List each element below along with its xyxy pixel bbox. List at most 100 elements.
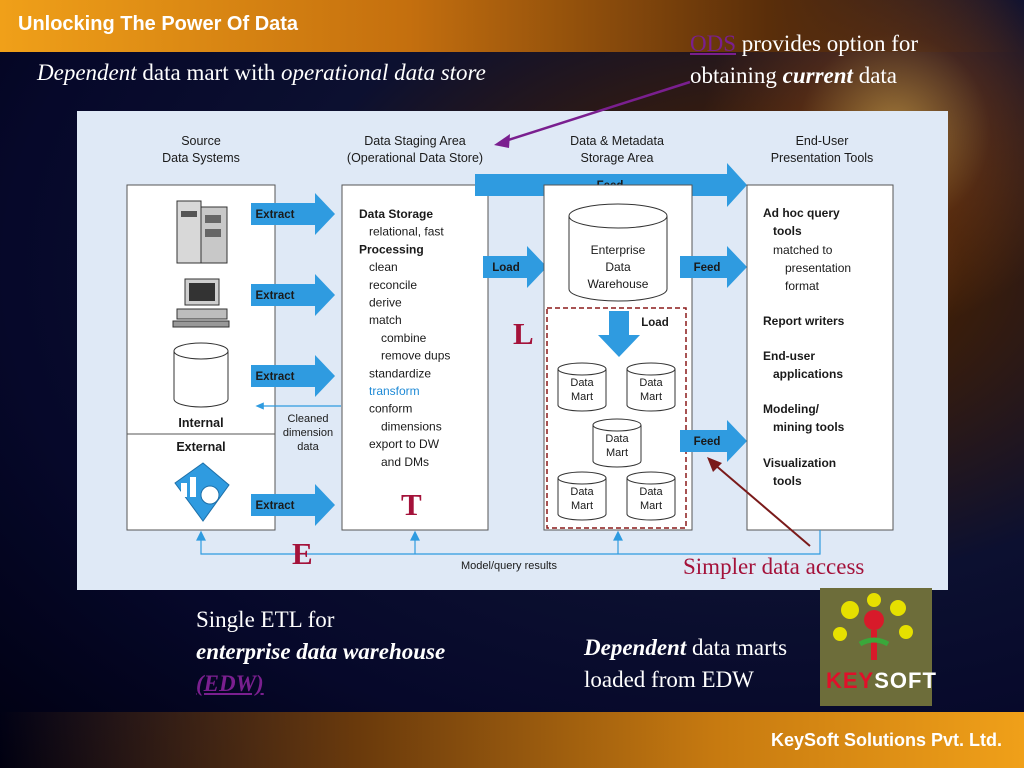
data-mart-cylinder bbox=[626, 369, 676, 412]
etl-diagram: Source Data Systems Data Staging Area (O… bbox=[126, 134, 894, 572]
data-mart-cap bbox=[626, 471, 676, 485]
simpler-pointer-line bbox=[713, 463, 811, 547]
staging-line: relational, fast bbox=[369, 225, 444, 239]
cleaned-data-label: Cleaned dimension data bbox=[283, 413, 333, 453]
ods-line2-a: obtaining bbox=[690, 63, 783, 88]
header-storage-2: Storage Area bbox=[581, 151, 654, 165]
extract-label-4: Extract bbox=[256, 500, 295, 512]
extract-arrow-3: Extract bbox=[251, 355, 335, 397]
staging-line: transform bbox=[369, 384, 420, 398]
dependent-marts-note: Dependent data marts loaded from EDW bbox=[584, 632, 787, 696]
simpler-pointer-head bbox=[707, 457, 722, 472]
data-mart-label: Mart bbox=[640, 500, 662, 512]
logo-wordmark: KEYSOFT bbox=[826, 668, 937, 694]
data-mart-cap bbox=[626, 362, 676, 376]
extract-arrow-2: Extract bbox=[251, 274, 335, 316]
header-title: Unlocking The Power Of Data bbox=[18, 13, 299, 35]
etl-note: Single ETL for enterprise data warehouse… bbox=[196, 604, 445, 700]
staging-line: conform bbox=[369, 402, 412, 416]
staging-line: derive bbox=[369, 296, 402, 310]
staging-line: Processing bbox=[359, 242, 424, 256]
internal-database-icon bbox=[173, 342, 229, 408]
extract-label-2: Extract bbox=[256, 290, 295, 302]
footer-company: KeySoft Solutions Pvt. Ltd. bbox=[770, 730, 1002, 750]
ods-pointer-head bbox=[494, 134, 510, 148]
enduser-line: End-user bbox=[763, 349, 815, 363]
feed-arrow-middle: Feed bbox=[680, 246, 747, 288]
subtitle-ods: operational data store bbox=[281, 60, 486, 85]
data-mart-label: Data bbox=[639, 377, 663, 389]
dm-part2: data marts bbox=[686, 635, 788, 660]
staging-line: and DMs bbox=[381, 455, 429, 469]
enduser-line: matched to bbox=[773, 243, 833, 257]
header-storage-1: Data & Metadata bbox=[570, 134, 664, 148]
data-mart-cylinder bbox=[557, 369, 607, 412]
data-mart-cap bbox=[557, 362, 607, 376]
enduser-line: format bbox=[785, 279, 820, 293]
extract-arrow-4: Extract bbox=[251, 484, 335, 526]
slide-subtitle: Dependent data mart with operational dat… bbox=[37, 60, 486, 86]
simpler-access-note: Simpler data access bbox=[683, 554, 865, 579]
enduser-line: Report writers bbox=[763, 314, 845, 328]
data-mart-label: Mart bbox=[571, 391, 593, 403]
dm-line2: loaded from EDW bbox=[584, 667, 754, 692]
enduser-line: mining tools bbox=[773, 420, 845, 434]
data-mart-label: Data bbox=[605, 433, 629, 445]
data-mart-label: Data bbox=[570, 486, 594, 498]
data-mart-label: Mart bbox=[640, 391, 662, 403]
staging-line: dimensions bbox=[381, 419, 442, 433]
etl-line3: (EDW) bbox=[196, 671, 264, 696]
etl-line1: Single ETL for bbox=[196, 607, 335, 632]
header-staging-1: Data Staging Area bbox=[364, 134, 466, 148]
data-mart-cap bbox=[592, 418, 642, 432]
staging-area-box bbox=[341, 184, 489, 531]
edw-l1: Enterprise bbox=[591, 243, 646, 257]
subtitle-dependent: Dependent bbox=[37, 60, 137, 85]
external-source-icon bbox=[174, 462, 230, 522]
data-mart-region bbox=[546, 307, 687, 529]
data-mart-cylinder bbox=[626, 478, 676, 521]
keysoft-logo bbox=[820, 588, 932, 706]
ods-line2-c: data bbox=[852, 63, 897, 88]
footer-bar bbox=[0, 712, 1024, 768]
header-staging-2: (Operational Data Store) bbox=[347, 151, 483, 165]
computer-icon bbox=[172, 278, 230, 328]
header-enduser-2: Presentation Tools bbox=[771, 151, 874, 165]
edw-l3: Warehouse bbox=[588, 277, 649, 291]
edw-label: Enterprise Data Warehouse bbox=[588, 243, 649, 291]
ods-note: ODS provides option for obtaining curren… bbox=[690, 28, 918, 92]
mainframe-icon bbox=[176, 200, 228, 264]
header-source-1: Source bbox=[181, 134, 221, 148]
extract-arrow-1: Extract bbox=[251, 193, 335, 235]
load-arrow: Load bbox=[483, 246, 547, 288]
enduser-line: Modeling/ bbox=[763, 402, 820, 416]
staging-line: clean bbox=[369, 260, 398, 274]
model-query-return bbox=[196, 530, 821, 555]
load-down-arrow: Load bbox=[598, 311, 669, 357]
data-mart-cylinder bbox=[557, 478, 607, 521]
cleaned-l2: dimension bbox=[283, 427, 333, 439]
feed-label-bottom: Feed bbox=[694, 436, 721, 448]
ods-term: ODS bbox=[690, 31, 737, 56]
subtitle-middle: data mart with bbox=[136, 60, 281, 85]
enterprise-warehouse-cylinder bbox=[568, 203, 668, 302]
dm-part1: Dependent bbox=[584, 635, 687, 660]
data-mart-label: Mart bbox=[571, 500, 593, 512]
internal-label: Internal bbox=[178, 416, 223, 430]
data-mart-cap bbox=[557, 471, 607, 485]
enduser-tools-box bbox=[746, 184, 894, 531]
data-mart-cylinder bbox=[592, 425, 642, 468]
staging-line: Data Storage bbox=[359, 207, 433, 221]
enduser-line: tools bbox=[773, 474, 802, 488]
extract-label-1: Extract bbox=[256, 209, 295, 221]
staging-line: combine bbox=[381, 331, 427, 345]
enduser-line: applications bbox=[773, 367, 843, 381]
